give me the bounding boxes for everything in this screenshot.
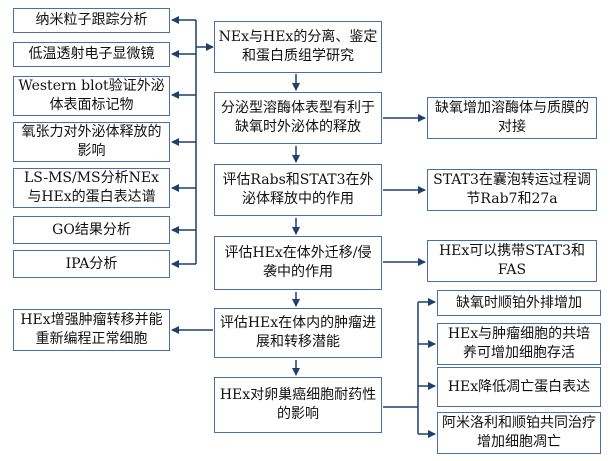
left-box-go-analysis: GO结果分析 [13, 216, 170, 244]
left-box-label: 低温透射电子显微镜 [28, 46, 155, 62]
center-box-label: 评估HEx在体内的肿瘤进展和转移潜能 [219, 315, 377, 350]
right-box-coculture: HEx与肿瘤细胞的共培养可增加细胞存活 [437, 323, 601, 365]
right-box-label: STAT3在囊泡转运过程调节Rab7和27a [433, 172, 591, 207]
left-box-label: 氧张力对外泌体释放的影响 [21, 124, 162, 159]
center-box-label: 评估HEx在体外迁移/侵袭中的作用 [224, 245, 372, 280]
left-box-metastasis: HEx增强肿瘤转移并能重新编程正常细胞 [13, 309, 170, 351]
left-box-nta: 纳米粒子跟踪分析 [13, 8, 170, 33]
left-box-label: 纳米粒子跟踪分析 [35, 12, 148, 28]
left-box-label: IPA分析 [65, 255, 118, 272]
left-box-label: HEx增强肿瘤转移并能重新编程正常细胞 [20, 312, 163, 347]
center-box-lysosome: 分泌型溶酶体表型有利于缺氧时外泌体的释放 [214, 92, 382, 144]
right-box-label: 缺氧时顺铂外排增加 [456, 294, 582, 311]
right-box-label: HEx与肿瘤细胞的共培养可增加细胞存活 [447, 326, 591, 361]
left-box-label: LS-MS/MS分析NEx与HEx的蛋白表达谱 [23, 170, 160, 205]
left-box-ipa-analysis: IPA分析 [13, 250, 170, 278]
right-box-label: HEx可以携带STAT3和FAS [438, 243, 586, 278]
left-box-label: Western blot验证外泌体表面标记物 [18, 78, 165, 113]
center-box-label: 分泌型溶酶体表型有利于缺氧时外泌体的释放 [221, 100, 375, 135]
center-box-isolation: NEx与HEx的分离、鉴定和蛋白质组学研究 [214, 21, 382, 73]
right-box-apoptosis-protein: HEx降低凋亡蛋白表达 [437, 367, 601, 407]
left-box-oxygen-tension: 氧张力对外泌体释放的影响 [13, 122, 170, 162]
left-box-ms-analysis: LS-MS/MS分析NEx与HEx的蛋白表达谱 [13, 168, 170, 208]
center-box-drug-resistance: HEx对卵巢癌细胞耐药性的影响 [214, 377, 382, 433]
center-box-rabs-stat3: 评估Rabs和STAT3在外泌体释放中的作用 [214, 164, 382, 216]
left-box-label: GO结果分析 [52, 221, 131, 238]
right-box-amiloride: 阿米洛利和顺铂共同治疗增加细胞凋亡 [437, 412, 601, 454]
center-box-label: NEx与HEx的分离、鉴定和蛋白质组学研究 [218, 29, 378, 64]
left-box-cryo-tem: 低温透射电子显微镜 [13, 42, 170, 67]
center-box-label: HEx对卵巢癌细胞耐药性的影响 [219, 387, 377, 422]
right-box-hex-stat3-fas: HEx可以携带STAT3和FAS [427, 240, 597, 282]
right-box-label: 阿米洛利和顺铂共同治疗增加细胞凋亡 [442, 415, 596, 450]
right-box-label: 缺氧增加溶酶体与质膜的对接 [435, 100, 589, 135]
right-box-label: HEx降低凋亡蛋白表达 [447, 378, 591, 395]
center-box-migration: 评估HEx在体外迁移/侵袭中的作用 [214, 236, 382, 290]
right-box-stat3-rab: STAT3在囊泡转运过程调节Rab7和27a [427, 169, 597, 211]
left-box-western-blot: Western blot验证外泌体表面标记物 [13, 76, 170, 116]
center-box-label: 评估Rabs和STAT3在外泌体释放中的作用 [222, 172, 374, 207]
center-box-in-vivo: 评估HEx在体内的肿瘤进展和转移潜能 [214, 308, 382, 358]
right-box-lysosome-docking: 缺氧增加溶酶体与质膜的对接 [427, 97, 597, 139]
right-box-cisplatin-efflux: 缺氧时顺铂外排增加 [437, 290, 601, 316]
